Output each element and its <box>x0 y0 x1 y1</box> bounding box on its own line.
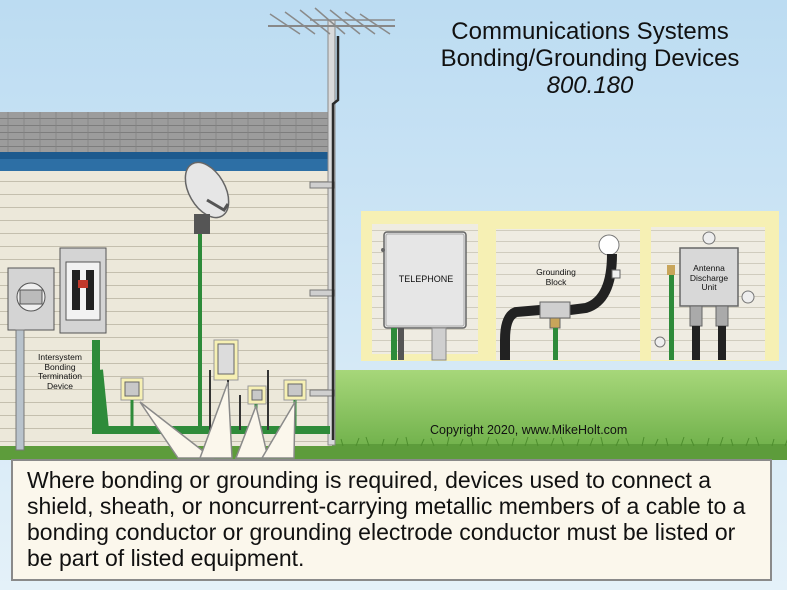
intersystem-bonding-label: Intersystem Bonding Termination Device <box>22 352 98 391</box>
fascia <box>0 152 330 159</box>
antenna-discharge-label: Antenna Discharge Unit <box>680 263 738 293</box>
antenna-discharge-unit-icon <box>654 231 755 360</box>
diagram-title: Communications Systems Bonding/Grounding… <box>380 18 787 99</box>
caption-text: Where bonding or grounding is required, … <box>27 467 746 571</box>
antenna-mast <box>268 7 395 446</box>
electric-meter-panel <box>7 267 55 451</box>
intersystem-bonding-device <box>120 377 144 401</box>
telephone-box <box>381 231 467 361</box>
roof <box>0 112 330 154</box>
satellite-dish-icon <box>184 161 230 434</box>
label-line: Antenna <box>693 263 725 273</box>
label-line: Intersystem <box>38 352 82 362</box>
title-line-1: Communications Systems <box>451 18 729 45</box>
callout-pointers <box>139 381 296 459</box>
copyright-text: Copyright 2020, www.MikeHolt.com <box>430 423 628 437</box>
caption-box: Where bonding or grounding is required, … <box>11 459 772 581</box>
title-line-2: Bonding/Grounding Devices <box>440 45 740 72</box>
label-line: Bonding <box>44 361 76 372</box>
antenna-discharge-device <box>283 379 307 401</box>
grounding-block-label: Grounding Block <box>524 267 588 287</box>
panelboard <box>59 247 107 334</box>
house-wall <box>0 168 332 446</box>
label-line: Block <box>545 276 567 287</box>
label-line: Device <box>47 380 73 391</box>
label-line: Unit <box>701 282 717 292</box>
label-line: Termination <box>38 371 82 381</box>
code-reference: 800.180 <box>546 72 634 99</box>
grounding-block-icon <box>500 234 621 360</box>
telephone-nid <box>213 339 239 381</box>
lawn <box>330 370 787 450</box>
label-line: Discharge <box>689 272 729 283</box>
label-line: Grounding <box>536 267 576 277</box>
grounding-block-device <box>247 385 267 405</box>
telephone-label: TELEPHONE <box>398 274 454 284</box>
